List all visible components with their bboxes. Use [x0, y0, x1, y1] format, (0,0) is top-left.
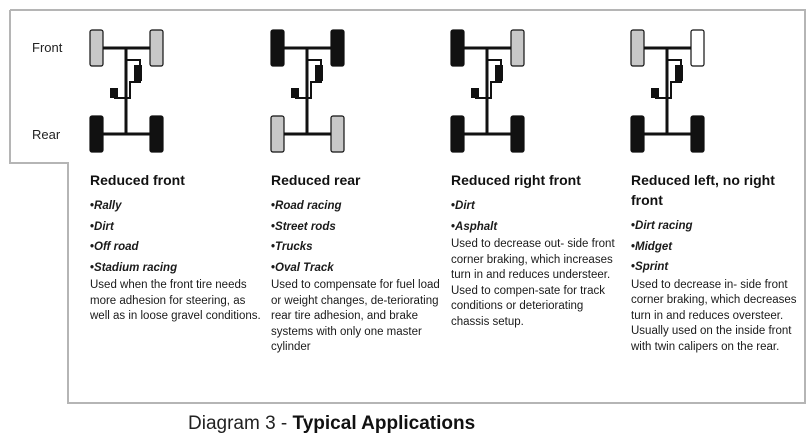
column-reduced-front: Reduced front Rally Dirt Off road Stadiu… — [90, 170, 262, 325]
column-description: Used when the front tire needs more adhe… — [90, 279, 261, 322]
column-description: Used to decrease out- side front corner … — [451, 238, 615, 328]
application-item: Rally — [90, 196, 262, 217]
column-reduced-rear: Reduced rear Road racing Street rods Tru… — [271, 170, 443, 356]
tire-rear-left — [270, 115, 285, 153]
brake-line — [655, 48, 682, 99]
tire-rear-left — [89, 115, 104, 153]
brake-line — [295, 48, 322, 99]
brake-line — [475, 48, 502, 99]
proportioning-valve — [315, 65, 323, 81]
diagram-caption: Diagram 3 - Typical Applications — [188, 413, 475, 435]
column-title: Reduced rear — [271, 172, 361, 188]
application-item: Asphalt — [451, 217, 623, 238]
column-title: Reduced front — [90, 172, 185, 188]
caption-prefix: Diagram 3 - — [188, 413, 293, 434]
master-cylinder — [291, 88, 299, 98]
master-cylinder — [110, 88, 118, 98]
application-list: Rally Dirt Off road Stadium racing — [90, 196, 262, 278]
column-reduced-right-front: Reduced right front Dirt Asphalt Used to… — [451, 170, 623, 330]
proportioning-valve — [495, 65, 503, 81]
application-item: Street rods — [271, 217, 443, 238]
application-list: Dirt Asphalt — [451, 196, 623, 237]
application-item: Dirt — [451, 196, 623, 217]
column-title: Reduced right front — [451, 172, 581, 188]
tire-rear-left — [450, 115, 465, 153]
tire-front-left — [89, 29, 104, 67]
proportioning-valve — [675, 65, 683, 81]
tire-front-left — [630, 29, 645, 67]
tire-rear-right — [149, 115, 164, 153]
column-title: Reduced left, no right front — [631, 172, 775, 208]
tire-front-right — [510, 29, 525, 67]
tire-front-left — [450, 29, 465, 67]
application-item: Stadium racing — [90, 258, 262, 279]
application-item: Oval Track — [271, 258, 443, 279]
master-cylinder — [651, 88, 659, 98]
application-item: Road racing — [271, 196, 443, 217]
master-cylinder — [471, 88, 479, 98]
application-item: Trucks — [271, 237, 443, 258]
tire-front-right — [149, 29, 164, 67]
application-item: Dirt — [90, 217, 262, 238]
tire-front-left — [270, 29, 285, 67]
application-item: Sprint — [631, 257, 803, 278]
tire-rear-left — [630, 115, 645, 153]
column-reduced-left-no-right-front: Reduced left, no right front Dirt racing… — [631, 170, 803, 355]
application-item: Off road — [90, 237, 262, 258]
rear-axle-label: Rear — [32, 127, 61, 142]
application-list: Dirt racing Midget Sprint — [631, 216, 803, 278]
tire-rear-right — [510, 115, 525, 153]
application-item: Dirt racing — [631, 216, 803, 237]
proportioning-valve — [134, 65, 142, 81]
caption-title: Typical Applications — [292, 413, 476, 434]
column-description: Used to decrease in- side front corner b… — [631, 278, 797, 353]
brake-line — [114, 48, 141, 99]
front-axle-label: Front — [32, 40, 63, 55]
tire-front-right — [330, 29, 345, 67]
column-description: Used to compensate for fuel load or weig… — [271, 279, 440, 353]
tire-rear-right — [330, 115, 345, 153]
tire-rear-right — [690, 115, 705, 153]
application-list: Road racing Street rods Trucks Oval Trac… — [271, 196, 443, 278]
tire-front-right — [690, 29, 705, 67]
application-item: Midget — [631, 237, 803, 258]
